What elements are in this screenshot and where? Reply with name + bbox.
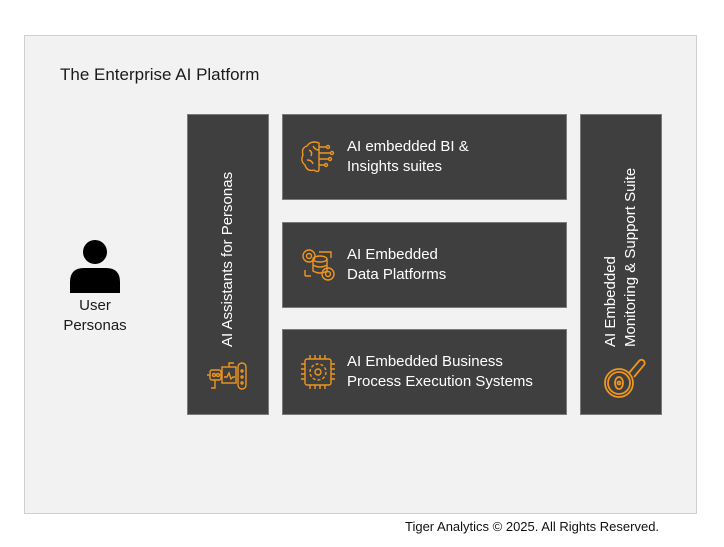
user-personas: User Personas (60, 238, 130, 336)
database-gears-icon (302, 249, 335, 281)
person-icon (70, 240, 120, 293)
ai-assistants-label: AI Assistants for Personas (219, 171, 236, 347)
module-label-line2: Process Execution Systems (347, 373, 533, 390)
monitoring-support-column: AI Embedded Monitoring & Support Suite (580, 114, 662, 415)
robot-icon (207, 362, 247, 390)
module-label-line1: AI Embedded Business (347, 353, 503, 370)
module-bi-insights: AI embedded BI & Insights suites (282, 114, 567, 200)
monitoring-label: AI Embedded Monitoring & Support Suite (601, 168, 641, 347)
module-label-line1: AI Embedded (347, 246, 438, 263)
ai-assistants-column: AI Assistants for Personas (187, 114, 269, 415)
monitoring-label-line1: AI Embedded (602, 256, 619, 347)
magnifier-eye-icon (604, 358, 646, 398)
user-label-line2: Personas (63, 317, 127, 334)
chip-gear-icon (301, 355, 335, 389)
module-label-line2: Insights suites (347, 158, 443, 175)
module-label: AI embedded BI & Insights suites (347, 137, 469, 177)
copyright-footer: Tiger Analytics © 2025. All Rights Reser… (405, 519, 660, 534)
module-label-line2: Data Platforms (347, 266, 447, 283)
monitoring-label-line2: Monitoring & Support Suite (622, 167, 639, 347)
module-label-line1: AI embedded BI & (347, 138, 469, 155)
brain-circuit-icon (301, 141, 335, 173)
user-label-line1: User (79, 297, 111, 314)
page-title: The Enterprise AI Platform (60, 65, 260, 84)
